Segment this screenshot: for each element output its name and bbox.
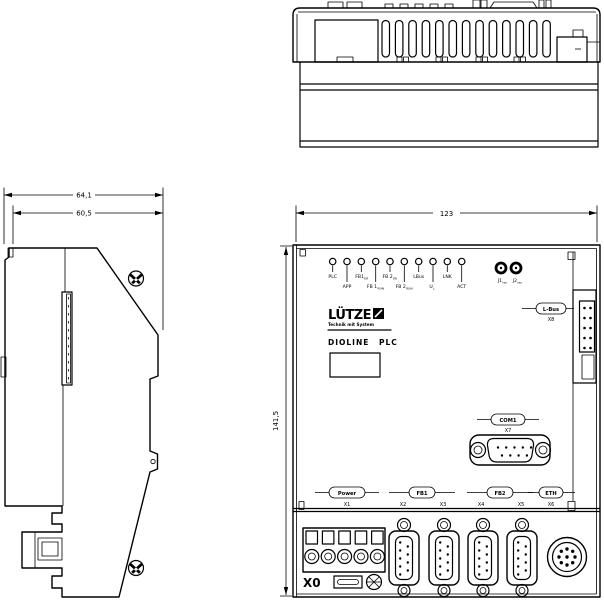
com1-ref: X7 [505, 428, 512, 434]
dim-depth-outer-value: 64,1 [76, 192, 92, 200]
power-label-group: Power X1 [315, 486, 379, 508]
led-label: PLC [328, 274, 337, 280]
product-name: DIOLINE PLC [328, 338, 398, 347]
com1-pins [496, 446, 533, 457]
top-edge-tabs [327, 0, 552, 9]
led-label-sub: RUN [406, 286, 413, 290]
power-label: Power [338, 491, 357, 497]
dim-depth-inner-value: 60,5 [76, 210, 92, 218]
dsub-connector-x4 [467, 517, 499, 598]
button-j2: J2 res [509, 261, 523, 284]
front-view: 123 141,5 [272, 205, 601, 598]
fb1-label: FB1 [416, 491, 427, 497]
led-label-sub: RUN [378, 286, 385, 290]
din-rail [61, 248, 73, 506]
vent-slots [381, 19, 551, 63]
led-indicators [328, 257, 466, 282]
lbus-ref: X8 [548, 317, 555, 323]
label-window [329, 352, 381, 378]
front-housing [292, 244, 601, 598]
led-label: LBus [413, 274, 425, 280]
dimension-width: 123 [295, 205, 598, 242]
brand-tagline: Technik mit System [328, 322, 375, 327]
com1-label: COM1 [500, 418, 517, 424]
lutze-logo-mark [373, 308, 384, 319]
dim-width-value: 123 [440, 210, 453, 218]
button-label-sub: res [502, 280, 507, 284]
lbus-pins [583, 306, 592, 350]
screw-icon [127, 270, 145, 287]
dim-height-value: 141,5 [272, 411, 280, 431]
led-label-sub: L [433, 286, 435, 290]
com1-connector: COM1 X7 [469, 413, 552, 466]
fb2-label-group: FB2 X4 X5 [467, 486, 533, 508]
lbus-label: L-Bus [543, 307, 559, 313]
dsub-connector-x5 [506, 517, 538, 598]
top-display-recess [314, 19, 379, 63]
dimension-depth-inner: 60,5 [12, 205, 163, 244]
led-label-sub: ER [364, 276, 368, 280]
led-label: FB 2 [383, 274, 393, 280]
led-label: FB1 [355, 274, 364, 280]
fb1-ref-x3: X3 [440, 502, 447, 508]
m12-eth-connector [546, 536, 588, 578]
brand-logo: LÜTZE [328, 307, 371, 323]
led-label: ACT [457, 284, 466, 290]
terminal-ref: X0 [303, 576, 321, 590]
fb2-ref-x4: X4 [478, 502, 485, 508]
eth-label: ETH [545, 491, 556, 497]
side-housing-outline [0, 247, 159, 598]
led-label: APP [343, 284, 352, 290]
top-view-front-bands [299, 61, 599, 148]
eth-label-group: ETH X6 [528, 486, 575, 508]
led-label: U [429, 284, 432, 290]
top-view [292, 0, 601, 148]
fb2-ref-x5: X5 [518, 502, 525, 508]
dsub-connector-x2 [388, 517, 420, 598]
side-terminal-block [34, 532, 63, 568]
fb1-label-group: FB1 X2 X3 [389, 486, 455, 508]
button-label: J1 [497, 278, 502, 284]
dimension-depth-outer: 64,1 [3, 187, 164, 330]
led-label: FB 1 [367, 284, 377, 290]
fuse-element [333, 575, 363, 589]
eth-ref: X6 [548, 502, 555, 508]
led-label: FB 2 [396, 284, 406, 290]
led-label: LNK [443, 274, 453, 280]
top-housing [292, 0, 601, 148]
protective-earth-icon [365, 573, 383, 591]
led-label-sub: ER [393, 276, 397, 280]
button-j1: J1 res [494, 261, 508, 284]
led-status-row: PLC APP FB1 ER FB 1 RUN FB 2 ER FB 2 RUN… [328, 257, 466, 290]
top-right-connector [556, 29, 601, 63]
dsub-connector-x3 [428, 517, 460, 598]
power-ref: X1 [344, 502, 351, 508]
side-view: 64,1 60,5 [0, 187, 164, 598]
fb2-label: FB2 [494, 491, 505, 497]
button-label: J2 [512, 278, 517, 284]
brand-block: LÜTZE Technik mit System DIOLINE PLC [327, 307, 398, 378]
dimension-height: 141,5 [272, 245, 292, 597]
button-label-sub: res [517, 280, 522, 284]
power-terminal-block: X0 [302, 527, 386, 591]
lbus-connector: L-Bus X8 [522, 289, 597, 384]
screw-icon [127, 559, 145, 577]
fb1-ref-x2: X2 [400, 502, 407, 508]
